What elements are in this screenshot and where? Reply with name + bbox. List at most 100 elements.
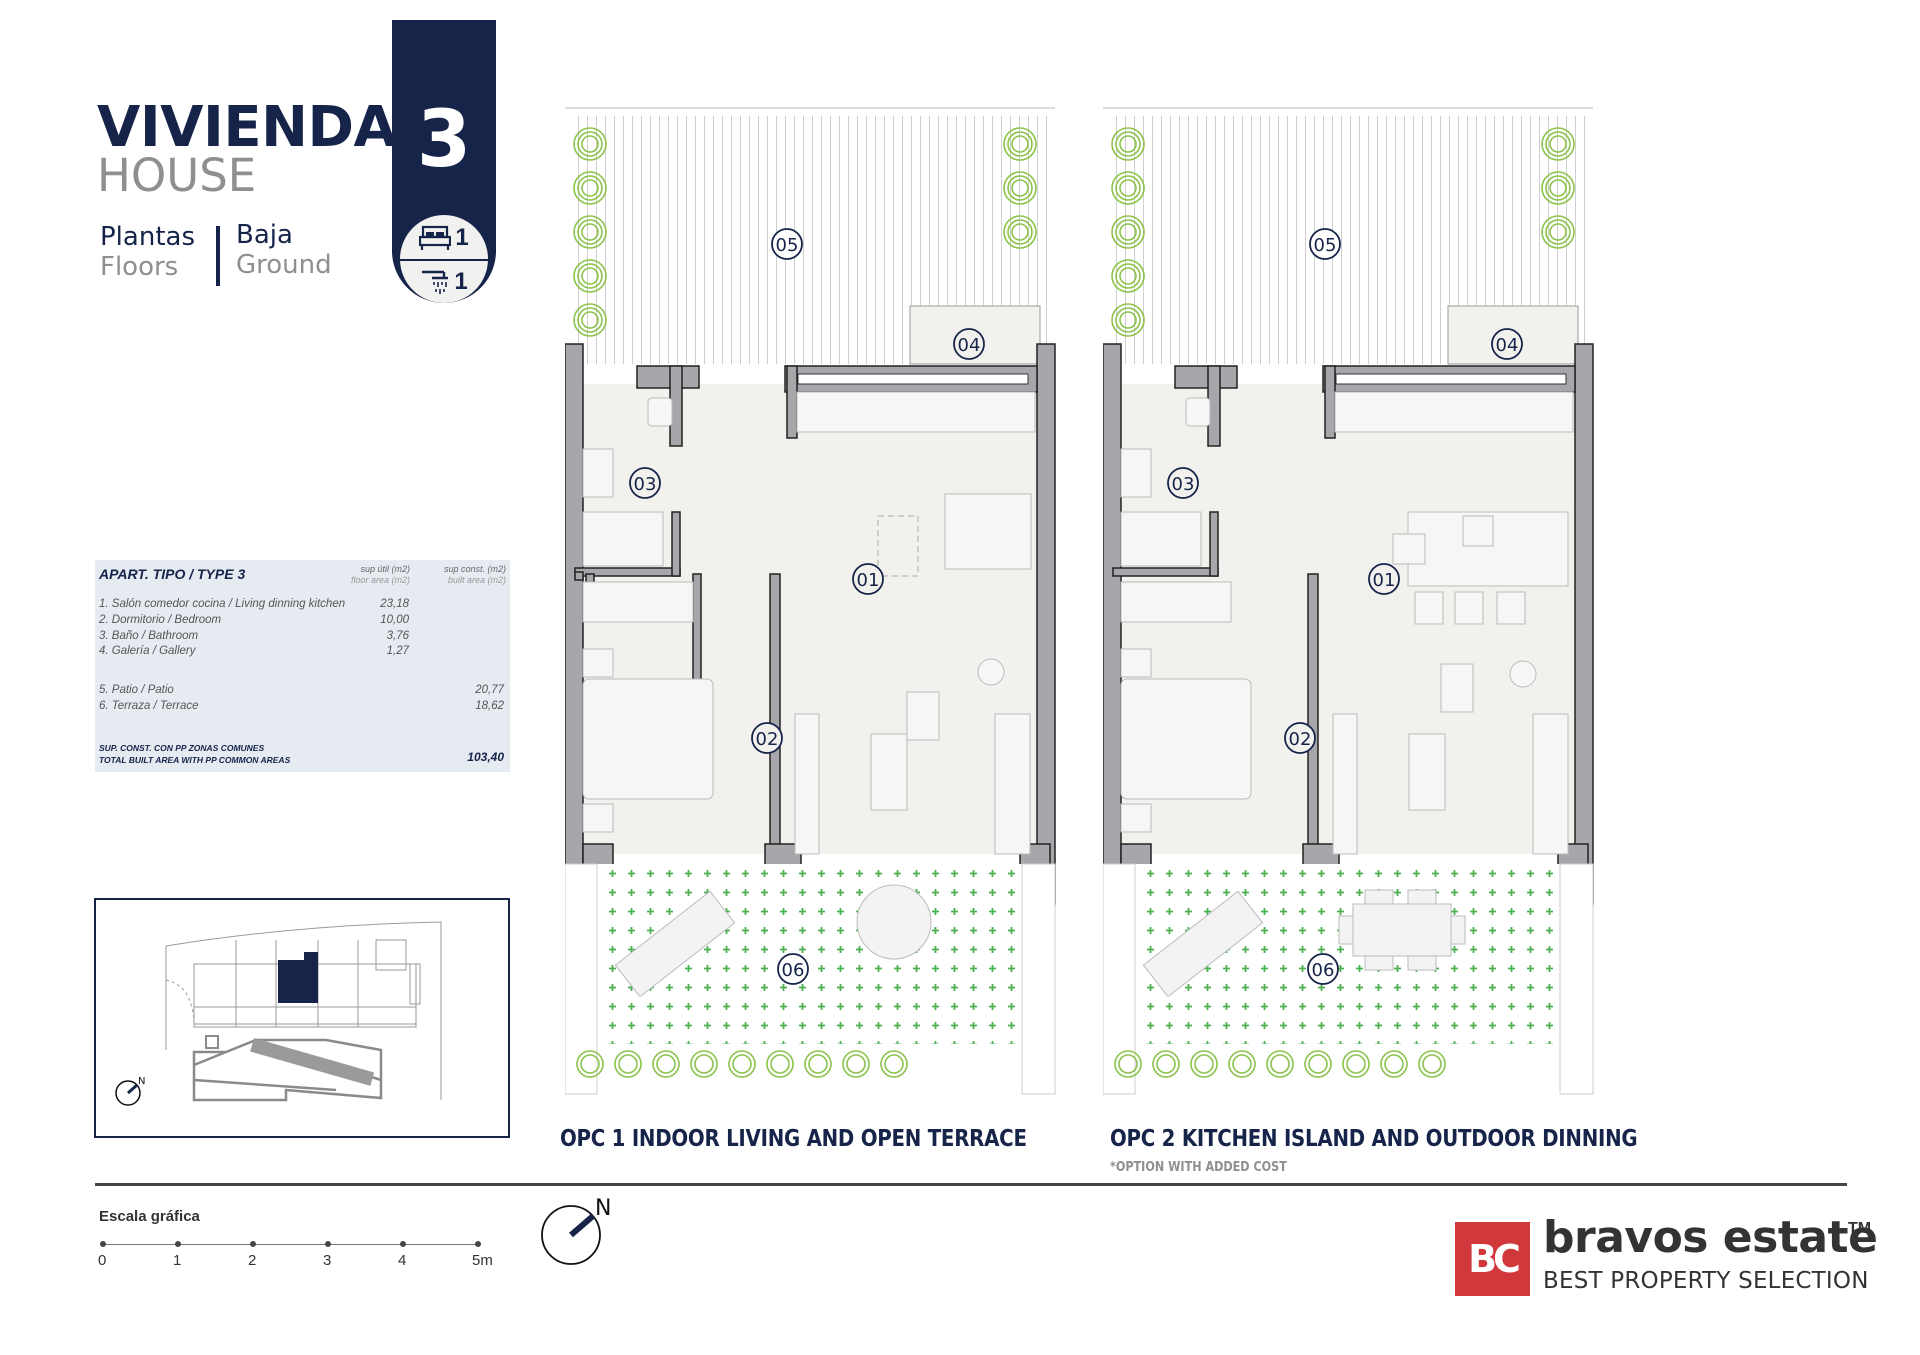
room-label-03: 03 [629, 467, 661, 499]
row-label: 3. Baño / Bathroom [99, 630, 199, 642]
site-plan-drawing: N [115, 921, 442, 1106]
svg-text:06: 06 [782, 960, 805, 981]
title-spanish: VIVIENDA [97, 95, 397, 160]
total-label: SUP. CONST. CON PP ZONAS COMUNES TOTAL B… [99, 742, 290, 766]
room-label-02: 02 [751, 722, 783, 754]
unit-number: 3 [416, 95, 472, 185]
row-useful: 23,18 [380, 598, 409, 610]
svg-text:03: 03 [1172, 474, 1195, 495]
svg-text:05: 05 [776, 235, 799, 256]
unit-badge: 3 1 1 [392, 20, 496, 303]
scale-tick [175, 1241, 181, 1247]
room-label-06: 06 [1307, 953, 1339, 985]
svg-text:04: 04 [958, 335, 981, 356]
svg-text:03: 03 [634, 474, 657, 495]
scale-label: 3 [323, 1252, 332, 1269]
row-label: 4. Galería / Gallery [99, 645, 196, 657]
scale-tick [325, 1241, 331, 1247]
table-row: 1. Salón comedor cocina / Living dinning… [99, 598, 504, 614]
keyplan-north-label: N [138, 1076, 145, 1087]
row-useful: 3,76 [386, 630, 409, 642]
svg-text:02: 02 [1289, 729, 1312, 750]
row-label: 1. Salón comedor cocina / Living dinning… [99, 598, 346, 610]
svg-text:02: 02 [756, 729, 779, 750]
floor-value: Baja Ground [236, 220, 332, 280]
floors-label-es: Plantas [100, 222, 195, 252]
bedrooms-count: 1 [455, 224, 469, 251]
room-label-02: 02 [1284, 722, 1316, 754]
floors-separator [216, 226, 220, 286]
row-label: 2. Dormitorio / Bedroom [99, 614, 222, 626]
floor-plan-option-1: 05 04 03 01 02 06 [565, 107, 1056, 1095]
scale-title: Escala gráfica [99, 1208, 200, 1225]
room-label-05: 05 [1309, 228, 1341, 260]
total-label-en: TOTAL BUILT AREA WITH PP COMMON AREAS [99, 755, 291, 765]
row-label: 5. Patio / Patio [99, 684, 174, 696]
rooms-summary: 1 1 [400, 215, 488, 303]
floor-plan-option-2: 05 04 03 01 02 06 [1103, 107, 1594, 1095]
svg-text:06: 06 [1312, 960, 1335, 981]
brand-trademark: TM [1848, 1220, 1872, 1237]
floors-label: Plantas Floors [100, 222, 195, 282]
scale-tick [100, 1241, 106, 1247]
brand-name: bravos estate [1543, 1212, 1878, 1263]
room-label-04: 04 [1491, 328, 1523, 360]
plan-1-caption: OPC 1 INDOOR LIVING AND OPEN TERRACE [560, 1126, 1027, 1152]
svg-text:05: 05 [1314, 235, 1337, 256]
room-label-03: 03 [1167, 467, 1199, 499]
kitchen-island [1407, 511, 1569, 587]
total-value: 103,40 [467, 750, 504, 764]
row-useful: 1,27 [386, 645, 409, 657]
outdoor-dining-table [1352, 903, 1452, 957]
table-row: 6. Terraza / Terrace 18,62 [99, 700, 504, 716]
bedrooms-row: 1 [400, 217, 488, 259]
floors-label-en: Floors [100, 252, 179, 282]
table-row: 5. Patio / Patio 20,77 [99, 684, 504, 700]
title-english: HOUSE [97, 149, 257, 202]
badge-divider [400, 259, 488, 261]
room-label-04: 04 [953, 328, 985, 360]
room-label-06: 06 [777, 953, 809, 985]
total-label-es: SUP. CONST. CON PP ZONAS COMUNES [99, 743, 265, 753]
bathrooms-count: 1 [454, 268, 468, 295]
svg-text:01: 01 [857, 570, 880, 591]
scale-label: 0 [98, 1252, 107, 1269]
row-built: 18,62 [475, 700, 504, 712]
scale-label: 2 [248, 1252, 257, 1269]
row-built: 20,77 [475, 684, 504, 696]
divider [95, 1183, 1847, 1186]
areas-table: APART. TIPO / TYPE 3 sup útil (m2) floor… [95, 560, 510, 772]
room-label-01: 01 [852, 563, 884, 595]
scale-tick [400, 1241, 406, 1247]
floor-value-es: Baja [236, 220, 293, 250]
svg-text:04: 04 [1496, 335, 1519, 356]
col-header-useful-es: sup útil (m2) [360, 564, 410, 574]
bed-icon [419, 225, 452, 250]
plan-2-note: *OPTION WITH ADDED COST [1110, 1160, 1287, 1175]
brand-monogram: BC [1455, 1222, 1530, 1296]
table-row: 3. Baño / Bathroom 3,76 [99, 630, 504, 646]
row-label: 6. Terraza / Terrace [99, 700, 199, 712]
table-row: 2. Dormitorio / Bedroom 10,00 [99, 614, 504, 630]
shower-icon [422, 270, 449, 294]
table-row: 4. Galería / Gallery 1,27 [99, 645, 504, 661]
scale-label: 4 [398, 1252, 407, 1269]
row-useful: 10,00 [380, 614, 409, 626]
compass-north-label: N [595, 1196, 611, 1221]
col-header-built-es: sup const. (m2) [443, 564, 506, 574]
scale-tick [250, 1241, 256, 1247]
areas-table-title: APART. TIPO / TYPE 3 [99, 566, 246, 582]
col-header-useful-en: floor area (m2) [350, 575, 410, 585]
col-header-useful: sup útil (m2) floor area (m2) [351, 564, 410, 586]
scale-label: 5m [472, 1252, 493, 1269]
brand-tagline: BEST PROPERTY SELECTION [1543, 1268, 1869, 1294]
room-label-01: 01 [1368, 563, 1400, 595]
bathrooms-row: 1 [400, 261, 488, 303]
north-compass-icon: N [541, 1196, 611, 1265]
keyplan-compass-icon [115, 1080, 141, 1106]
floor-value-en: Ground [236, 250, 332, 280]
col-header-built-en: built area (m2) [447, 575, 506, 585]
svg-text:01: 01 [1373, 570, 1396, 591]
room-label-05: 05 [771, 228, 803, 260]
scale-tick [475, 1241, 481, 1247]
